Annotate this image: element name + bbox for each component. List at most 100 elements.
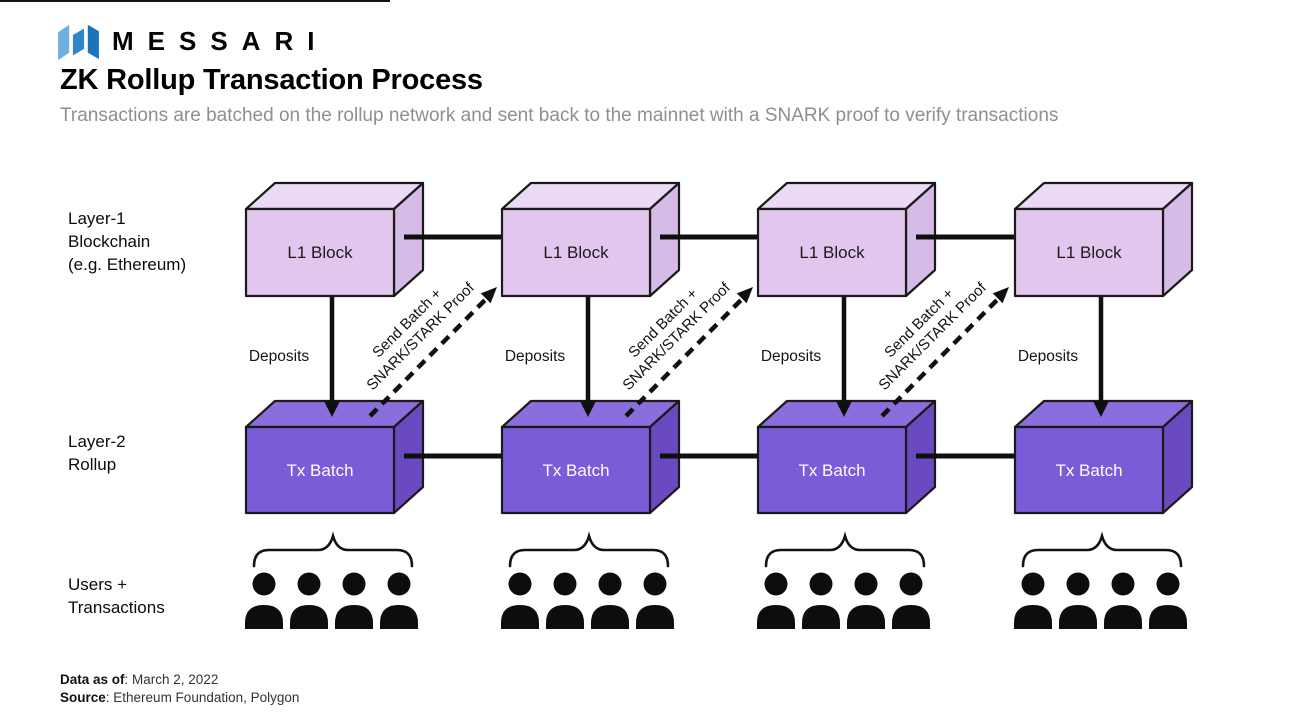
data-as-of-value: : March 2, 2022 bbox=[124, 672, 219, 687]
person-icon bbox=[1059, 605, 1097, 629]
diagram-column-4: L1 Block Tx Batch Deposits bbox=[1013, 181, 1194, 629]
source-label: Source bbox=[60, 690, 106, 705]
diagram-column-3: L1 Block Tx Batch Deposits Send Batch + … bbox=[756, 181, 1016, 629]
send-batch-dashed-arrow bbox=[624, 295, 746, 418]
row-label-layer2-line2: Rollup bbox=[68, 455, 117, 474]
l1-block-box-top bbox=[756, 181, 937, 211]
top-border-line bbox=[0, 0, 390, 2]
logo-bar-left bbox=[58, 24, 70, 61]
deposits-label: Deposits bbox=[1018, 348, 1079, 365]
row-label-layer1-line2: Blockchain bbox=[68, 232, 151, 251]
deposits-arrowhead bbox=[324, 401, 340, 417]
send-batch-dashed-arrow bbox=[368, 295, 490, 418]
deposits-label: Deposits bbox=[505, 348, 566, 365]
person-icon bbox=[252, 572, 276, 596]
users-brace bbox=[764, 531, 926, 568]
diagram-column-1: L1 Block Tx Batch Deposits Send Batch + … bbox=[244, 181, 503, 629]
l1-block-box-top bbox=[1013, 181, 1194, 211]
data-as-of-label: Data as of bbox=[60, 672, 125, 687]
l1-block-label: L1 Block bbox=[543, 243, 609, 262]
person-icon bbox=[802, 605, 840, 629]
l1-block-box-front bbox=[1013, 207, 1165, 298]
person-icon bbox=[508, 572, 532, 596]
row-label-users-line1: Users + bbox=[68, 575, 128, 594]
users-group bbox=[1014, 572, 1187, 629]
person-icon bbox=[501, 605, 539, 629]
l1-block-box-front bbox=[500, 207, 652, 298]
person-icon bbox=[1111, 572, 1135, 596]
person-icon bbox=[809, 572, 833, 596]
person-icon bbox=[598, 572, 622, 596]
deposits-arrowhead bbox=[1093, 401, 1109, 417]
person-icon bbox=[297, 572, 321, 596]
l1-block-label: L1 Block bbox=[1056, 243, 1122, 262]
tx-batch-label: Tx Batch bbox=[542, 461, 609, 480]
messari-logo-icon bbox=[58, 24, 99, 61]
source-value: : Ethereum Foundation, Polygon bbox=[105, 690, 300, 705]
person-icon bbox=[1149, 605, 1187, 629]
row-label-layer2: Layer-2 Rollup bbox=[68, 430, 126, 476]
l1-block-label: L1 Block bbox=[799, 243, 865, 262]
send-batch-arrowhead bbox=[736, 287, 753, 304]
tx-batch-box-front bbox=[500, 425, 652, 515]
logo-bar-right bbox=[87, 24, 99, 60]
brand-row: MESSARI bbox=[56, 22, 328, 61]
person-icon bbox=[1021, 572, 1045, 596]
page-subtitle: Transactions are batched on the rollup n… bbox=[60, 105, 1059, 126]
person-icon bbox=[1156, 572, 1180, 596]
person-icon bbox=[1014, 605, 1052, 629]
l1-block-box-front bbox=[756, 207, 908, 298]
send-batch-dashed-arrow bbox=[880, 295, 1002, 418]
source-line: Source: Ethereum Foundation, Polygon bbox=[60, 689, 299, 707]
person-icon bbox=[643, 572, 667, 596]
deposits-label: Deposits bbox=[761, 348, 822, 365]
person-icon bbox=[591, 605, 629, 629]
l1-block-box-top bbox=[244, 181, 425, 211]
person-icon bbox=[1066, 572, 1090, 596]
person-icon bbox=[757, 605, 795, 629]
users-brace bbox=[252, 531, 414, 568]
data-as-of-line: Data as of: March 2, 2022 bbox=[60, 671, 299, 689]
row-label-layer1: Layer-1 Blockchain (e.g. Ethereum) bbox=[68, 207, 186, 276]
row-label-layer1-line3: (e.g. Ethereum) bbox=[68, 255, 187, 274]
person-icon bbox=[335, 605, 373, 629]
deposits-label: Deposits bbox=[249, 348, 310, 365]
users-brace bbox=[1021, 531, 1183, 568]
person-icon bbox=[854, 572, 878, 596]
tx-batch-label: Tx Batch bbox=[798, 461, 865, 480]
person-icon bbox=[892, 605, 930, 629]
users-brace bbox=[508, 531, 670, 568]
send-batch-arrowhead bbox=[480, 287, 497, 304]
deposits-arrowhead bbox=[580, 401, 596, 417]
person-icon bbox=[290, 605, 328, 629]
brand-wordmark: MESSARI bbox=[112, 26, 329, 56]
person-icon bbox=[553, 572, 577, 596]
diagram-column-2: L1 Block Tx Batch Deposits Send Batch + … bbox=[500, 181, 759, 629]
person-icon bbox=[1104, 605, 1142, 629]
row-label-users: Users + Transactions bbox=[68, 573, 165, 619]
person-icon bbox=[636, 605, 674, 629]
logo-bar-middle bbox=[72, 28, 85, 56]
person-icon bbox=[847, 605, 885, 629]
send-batch-arrowhead bbox=[992, 287, 1009, 304]
users-group bbox=[501, 572, 674, 629]
users-group bbox=[757, 572, 930, 629]
person-icon bbox=[387, 572, 411, 596]
person-icon bbox=[245, 605, 283, 629]
person-icon bbox=[546, 605, 584, 629]
tx-batch-label: Tx Batch bbox=[286, 461, 353, 480]
l1-block-label: L1 Block bbox=[287, 243, 353, 262]
person-icon bbox=[380, 605, 418, 629]
row-label-users-line2: Transactions bbox=[68, 598, 165, 617]
deposits-arrowhead bbox=[836, 401, 852, 417]
footer: Data as of: March 2, 2022 Source: Ethere… bbox=[60, 671, 299, 707]
tx-batch-box-front bbox=[756, 425, 908, 515]
person-icon bbox=[899, 572, 923, 596]
tx-batch-box-front bbox=[1013, 425, 1165, 515]
person-icon bbox=[764, 572, 788, 596]
l1-block-box-front bbox=[244, 207, 396, 298]
tx-batch-label: Tx Batch bbox=[1055, 461, 1122, 480]
users-group bbox=[245, 572, 418, 629]
